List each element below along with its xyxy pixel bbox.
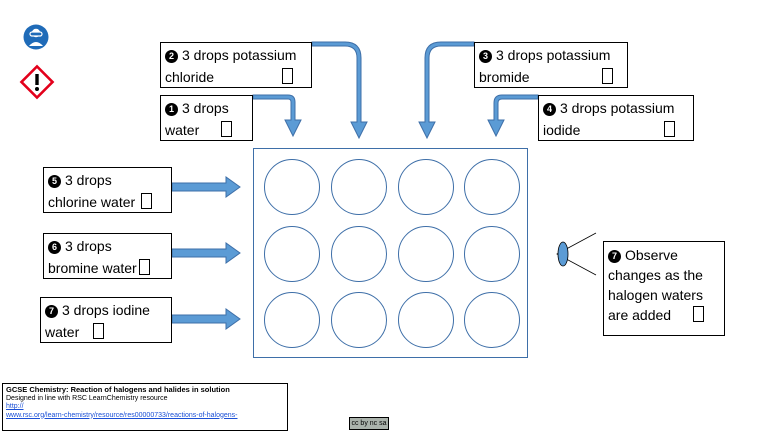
step7-checkbox[interactable]	[93, 323, 105, 339]
well-a2[interactable]	[331, 159, 387, 215]
step2-line1: 3 drops potassium	[182, 47, 297, 63]
well-c3[interactable]	[398, 292, 454, 348]
step7-label: 7 3 drops iodine water	[40, 297, 172, 343]
cc-license-text: cc by nc sa	[351, 420, 387, 427]
credit-box: GCSE Chemistry: Reaction of halogens and…	[2, 383, 288, 431]
step2-line2: chloride	[165, 69, 215, 85]
step6-line2: bromine water	[48, 260, 137, 276]
step5-line2: chlorine water	[48, 194, 136, 210]
eye-icon	[556, 232, 597, 276]
arrow-step7	[171, 308, 241, 330]
step6-label: 6 3 drops bromine water	[43, 233, 172, 279]
step3-label: 3 3 drops potassium bromide	[474, 42, 628, 88]
step6-line1: 3 drops	[65, 238, 112, 254]
hazard-warning-icon	[19, 64, 55, 100]
well-b1[interactable]	[264, 226, 320, 282]
step1-checkbox[interactable]	[221, 121, 233, 137]
step1-label: 1 3 drops water	[160, 95, 253, 141]
step6-number: 6	[48, 241, 61, 254]
arrow-step3	[418, 41, 475, 140]
step4-checkbox[interactable]	[664, 121, 676, 137]
observe-line4: are added	[608, 307, 672, 323]
well-a3[interactable]	[398, 159, 454, 215]
well-b3[interactable]	[398, 226, 454, 282]
well-c4[interactable]	[464, 292, 520, 348]
well-plate	[253, 148, 528, 358]
observe-line2: changes as the	[608, 267, 703, 283]
step5-number: 5	[48, 175, 61, 188]
step4-line2: iodide	[543, 122, 581, 138]
eye-protection-icon	[23, 24, 49, 50]
step4-line1: 3 drops potassium	[560, 100, 675, 116]
arrow-step1	[252, 94, 302, 138]
step2-label: 2 3 drops potassium chloride	[160, 42, 312, 88]
step3-line1: 3 drops potassium	[496, 47, 611, 63]
arrow-step4	[487, 94, 539, 138]
step2-number: 2	[165, 50, 178, 63]
step5-label: 5 3 drops chlorine water	[43, 167, 172, 213]
well-b2[interactable]	[331, 226, 387, 282]
observe-label: 7 Observe changes as the halogen waters a…	[603, 241, 725, 336]
observe-line1: Observe	[625, 247, 678, 263]
credit-line2: Designed in line with RSC LearnChemistry…	[6, 394, 168, 402]
step6-checkbox[interactable]	[138, 259, 150, 275]
step3-number: 3	[479, 50, 492, 63]
step5-line1: 3 drops	[65, 172, 112, 188]
well-a1[interactable]	[264, 159, 320, 215]
well-a4[interactable]	[464, 159, 520, 215]
well-b4[interactable]	[464, 226, 520, 282]
step7-number: 7	[45, 305, 58, 318]
credit-link-2[interactable]: www.rsc.org/learn-chemistry/resource/res…	[6, 411, 238, 419]
step5-checkbox[interactable]	[141, 193, 153, 209]
arrow-step2	[311, 41, 368, 140]
cc-license-badge: cc by nc sa	[349, 417, 389, 430]
step3-line2: bromide	[479, 69, 530, 85]
credit-link-1[interactable]: http://	[6, 403, 24, 410]
step3-checkbox[interactable]	[601, 68, 613, 84]
credit-title: GCSE Chemistry: Reaction of halogens and…	[6, 385, 230, 394]
step7-line1: 3 drops iodine	[62, 302, 150, 318]
arrow-step6	[171, 242, 241, 264]
step7-line2: water	[45, 324, 80, 340]
step1-line1: 3 drops	[182, 100, 229, 116]
observe-number: 7	[608, 250, 621, 263]
well-c1[interactable]	[264, 292, 320, 348]
observe-checkbox[interactable]	[693, 306, 705, 322]
step1-number: 1	[165, 103, 178, 116]
well-c2[interactable]	[331, 292, 387, 348]
step4-number: 4	[543, 103, 556, 116]
step1-line2: water	[165, 122, 200, 138]
step4-label: 4 3 drops potassium iodide	[538, 95, 694, 141]
step2-checkbox[interactable]	[282, 68, 294, 84]
arrow-step5	[171, 176, 241, 198]
observe-line3: halogen waters	[608, 287, 703, 303]
